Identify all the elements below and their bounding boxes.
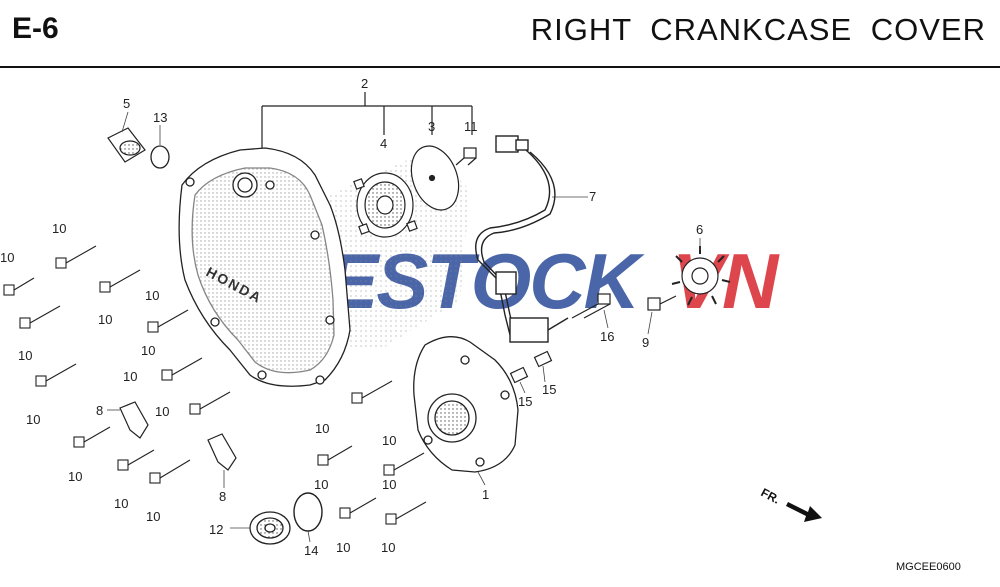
o-ring-14	[293, 492, 323, 532]
plate-part	[410, 145, 460, 211]
group-bracket	[261, 92, 473, 150]
front-arrow-icon	[786, 502, 822, 522]
rotor-part	[353, 172, 418, 238]
bolts-10	[3, 245, 427, 525]
drawing-code: MGCEE0600	[896, 561, 961, 573]
bolt-10	[99, 269, 141, 293]
filler-cap	[107, 127, 146, 163]
callout-label: 10	[145, 288, 159, 303]
bolt-10	[19, 305, 61, 329]
callout-label: 10	[382, 433, 396, 448]
callout-label: 10	[381, 540, 395, 555]
callouts: 2 5 13 4 3 11 7 6 10 10 10 10 10 10 16 9…	[0, 76, 703, 558]
callout-label: 8	[219, 489, 226, 504]
bolt-10	[383, 452, 425, 476]
callout-label: 10	[315, 421, 329, 436]
callout-label: 13	[153, 110, 167, 125]
small-cover	[413, 336, 519, 473]
page-header: E-6 RIGHT CRANKCASE COVER	[0, 0, 1000, 66]
callout-label: 10	[155, 404, 169, 419]
callout-label: 10	[141, 343, 155, 358]
callout-label: 10	[146, 509, 160, 524]
callout-label: 10	[52, 221, 66, 236]
callout-label: 10	[18, 348, 32, 363]
bolt-10	[161, 357, 203, 381]
callout-label: 10	[123, 369, 137, 384]
front-direction-indicator: FR.	[759, 485, 822, 522]
bolt-part-9	[647, 295, 677, 311]
callout-label: 10	[26, 412, 40, 427]
callout-label: 10	[382, 477, 396, 492]
callout-label: 10	[336, 540, 350, 555]
crankcase-cover-outer	[178, 147, 351, 387]
header-divider	[0, 66, 1000, 68]
callout-label: 15	[542, 382, 556, 397]
o-ring-13	[150, 145, 170, 169]
bolt-10	[339, 497, 377, 519]
callout-label: 5	[123, 96, 130, 111]
callout-label: 12	[209, 522, 223, 537]
callout-label: 10	[0, 250, 14, 265]
callout-label: 15	[518, 394, 532, 409]
callout-label: 6	[696, 222, 703, 237]
bolt-part-11	[455, 147, 477, 166]
bolt-10	[189, 391, 231, 415]
bolt-10	[35, 363, 77, 387]
wire-harness	[475, 135, 569, 343]
callout-label: 3	[428, 119, 435, 134]
bolt-10	[3, 277, 35, 296]
parts-diagram: BIKESTOCK VN HONDA	[0, 76, 961, 573]
bolt-10	[55, 245, 97, 269]
callout-label: 14	[304, 543, 318, 558]
callout-label: 4	[380, 136, 387, 151]
bolt-part-16	[571, 293, 611, 319]
clamp-part-8b	[207, 433, 237, 471]
plug-part-12	[249, 511, 291, 545]
page-code: E-6	[12, 12, 59, 45]
callout-label: 2	[361, 76, 368, 91]
bolt-10	[73, 426, 111, 448]
callout-label: 1	[482, 487, 489, 502]
leader-lines	[107, 111, 701, 543]
bolt-10	[117, 449, 155, 471]
callout-label: 10	[114, 496, 128, 511]
bolt-10	[385, 501, 427, 525]
callout-label: 8	[96, 403, 103, 418]
callout-label: 11	[464, 119, 478, 134]
bolt-10	[147, 309, 189, 333]
callout-label: 16	[600, 329, 614, 344]
callout-label: 10	[98, 312, 112, 327]
bolt-10	[317, 445, 353, 466]
callout-label: 10	[314, 477, 328, 492]
callout-label: 10	[68, 469, 82, 484]
fr-label: FR.	[759, 485, 783, 506]
clamp-part-8a	[119, 401, 149, 439]
callout-label: 9	[642, 335, 649, 350]
dowel-pins	[509, 350, 553, 384]
callout-label: 7	[589, 189, 596, 204]
bolt-10	[149, 459, 191, 484]
page-title: RIGHT CRANKCASE COVER	[530, 12, 986, 47]
bolt-10	[351, 380, 393, 404]
